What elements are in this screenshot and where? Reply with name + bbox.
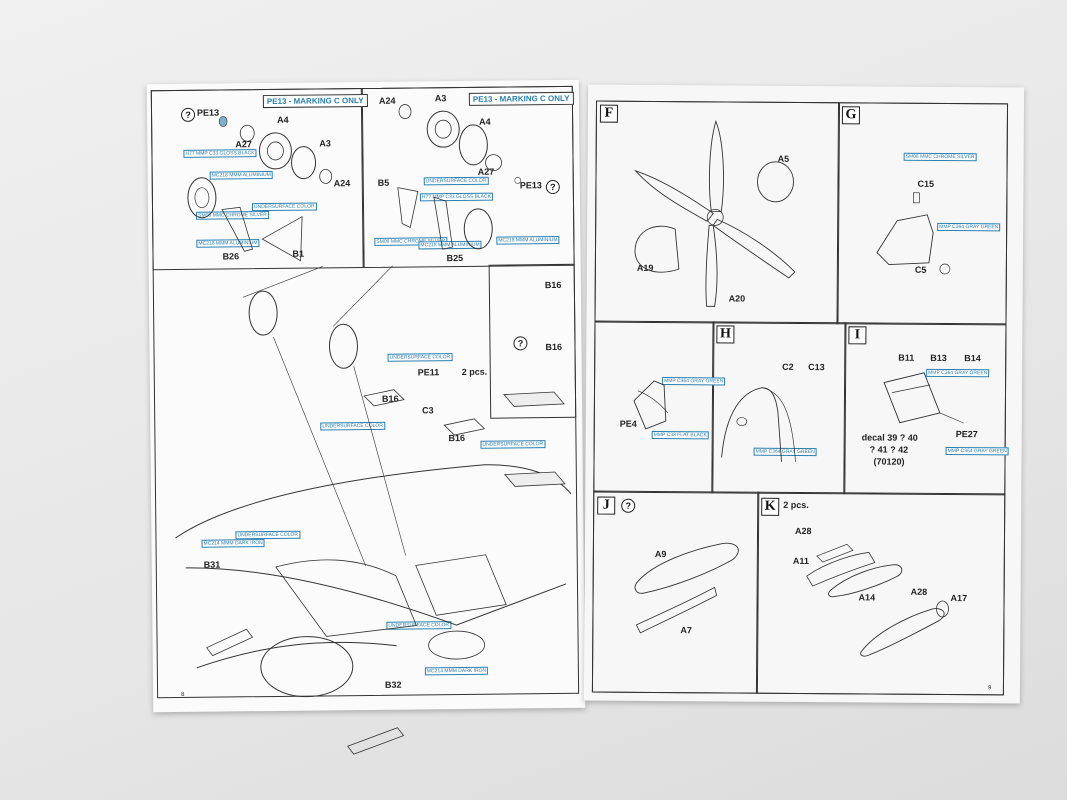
- gunsight-drawing: [876, 192, 951, 275]
- fuselage-assembly-drawing: [175, 265, 572, 755]
- propeller-drawing: [634, 120, 796, 307]
- seat-part-drawing: [633, 380, 669, 430]
- armor-frame-drawing: [883, 372, 964, 424]
- wheel-drawing-left: [187, 116, 333, 262]
- page-number: 9: [987, 685, 992, 692]
- page-number: 8: [181, 691, 185, 698]
- wheel-drawing-right: [397, 104, 522, 250]
- instruction-page-left: PE13 - MARKING C ONLY ? PE13 A4 A27 A3 A…: [146, 79, 586, 755]
- instruction-page-right: F A5 A19 A20 G SM08 MMC CHROME SILVER C1…: [583, 84, 1025, 704]
- drop-tank-drawing: [634, 542, 739, 634]
- bomb-drawing: [806, 543, 949, 657]
- canopy-frame-drawing: [721, 387, 796, 462]
